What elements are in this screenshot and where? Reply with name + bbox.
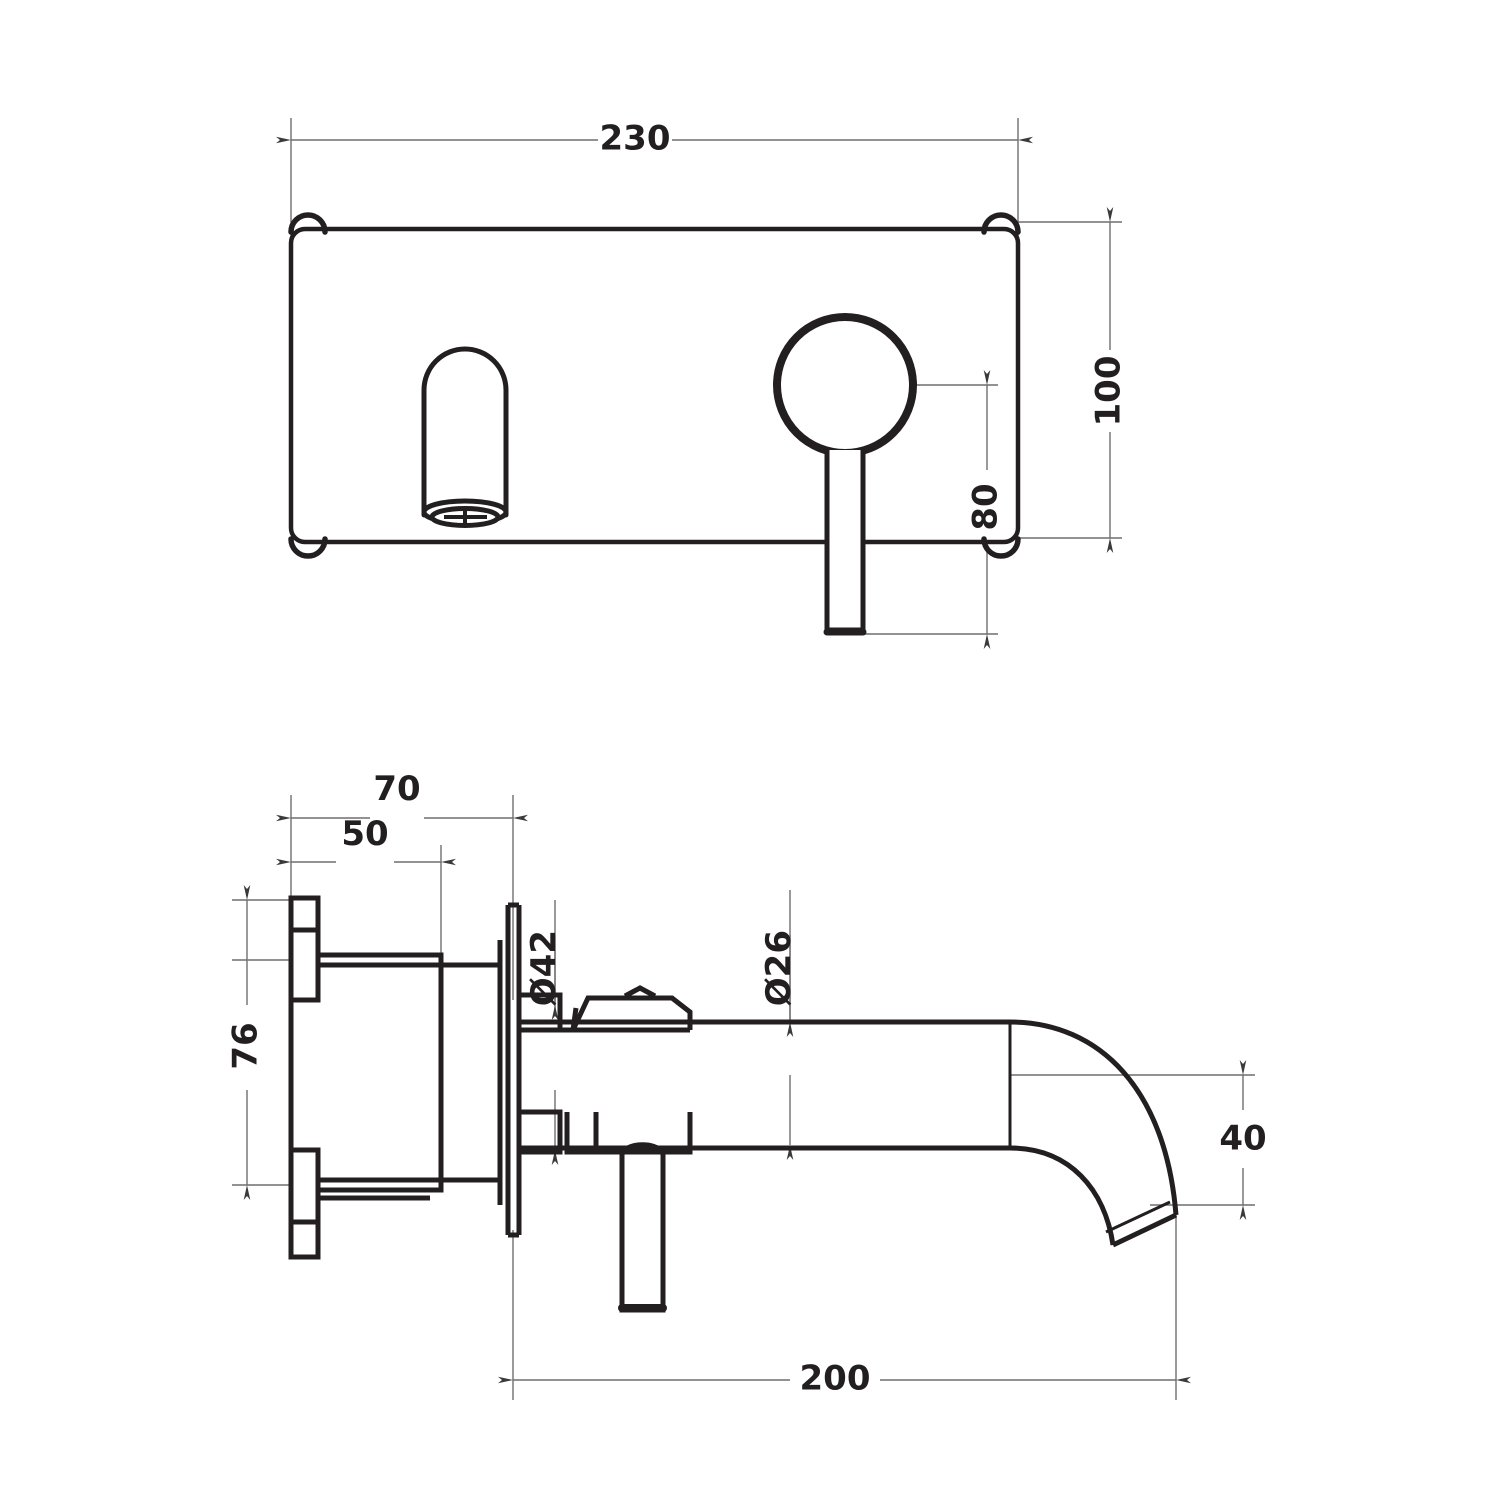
dimension-76-label: 76	[226, 1022, 266, 1069]
hub-chamfer	[570, 1007, 579, 1031]
spout-outlet-face	[1111, 1212, 1178, 1248]
collar-lower	[519, 1109, 563, 1155]
dimension-80-label: 80	[966, 483, 1006, 530]
dimension-200-label: 200	[800, 1359, 871, 1399]
dimension-70: 70	[276, 769, 528, 822]
dimension-80: 80	[966, 370, 1006, 649]
side-geometry	[288, 895, 1179, 1313]
side-section-view: 70 50 76 Ø42 Ø26 40	[226, 769, 1267, 1400]
plate-corner-arcs	[288, 212, 1021, 559]
dimension-230-label: 230	[600, 119, 671, 159]
dimension-230: 230	[276, 119, 1033, 159]
concealed-body	[318, 940, 503, 1205]
dimension-40-label: 40	[1219, 1119, 1266, 1159]
spout-front-view	[421, 346, 509, 528]
front-elevation-view: 230 100 80	[276, 118, 1129, 649]
lever-side-profile	[619, 1152, 666, 1313]
dimension-50: 50	[276, 814, 456, 866]
dimension-40: 40	[1219, 1060, 1267, 1220]
handle-disc	[773, 313, 917, 457]
wall-plate-outline	[288, 226, 1021, 545]
dimension-200: 200	[498, 1359, 1191, 1399]
handle-hub-top	[570, 995, 693, 1032]
dimension-d26-label: Ø26	[759, 930, 799, 1006]
handle-hub-bottom	[564, 1112, 693, 1155]
side-extension-lines	[232, 795, 1255, 1400]
spout-outer-curve	[1009, 1019, 1179, 1216]
spout-outlet-inner-face	[1105, 1200, 1171, 1234]
hub-cap	[623, 985, 657, 999]
dimension-50-label: 50	[341, 814, 388, 854]
dimension-100-label: 100	[1089, 356, 1129, 427]
wall-bracket	[288, 895, 321, 1260]
spout-inner-curve	[1009, 1145, 1116, 1246]
lever-shoulder	[619, 1142, 666, 1156]
dimension-76: 76	[226, 885, 266, 1200]
dimension-70-label: 70	[373, 769, 420, 809]
dimension-100: 100	[1089, 207, 1129, 553]
collar-upper	[519, 992, 563, 1030]
escutcheon-plate	[505, 902, 522, 1238]
dimension-d26: Ø26	[759, 930, 799, 1160]
handle-lever-stem	[824, 450, 866, 633]
lever-handle-front-view	[773, 313, 917, 636]
